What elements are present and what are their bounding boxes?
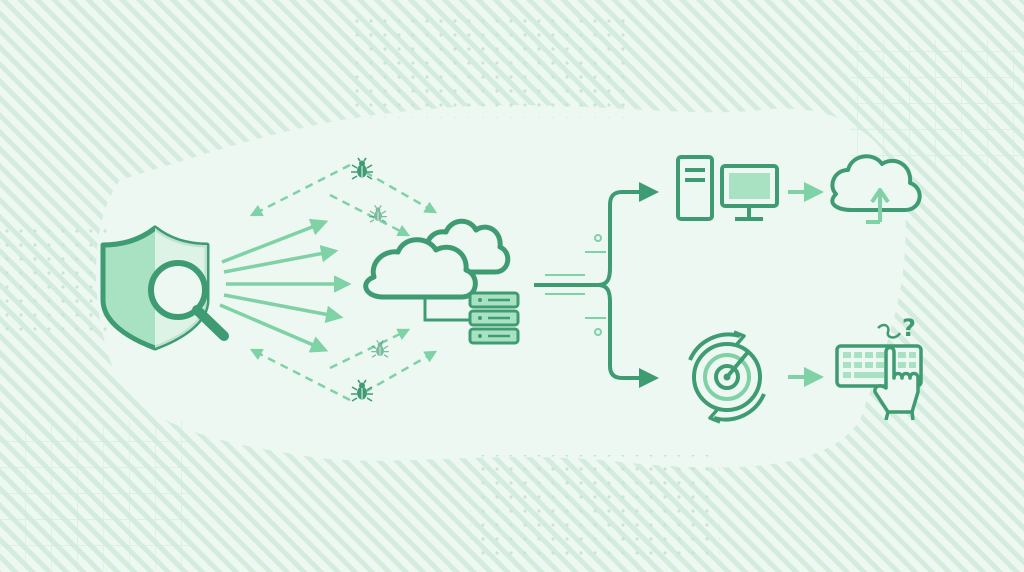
dot-grid-bottom (470, 455, 720, 565)
radar-scan-icon (688, 330, 766, 424)
scan-arrow-4 (223, 293, 344, 323)
server-stack-icon (468, 291, 520, 345)
scan-arrows (219, 218, 352, 353)
dashed-arrow-top-left (249, 163, 351, 217)
dashed-arrow-bottom-left (249, 348, 351, 402)
scan-arrow-2 (223, 245, 339, 274)
question-mark-label: ? (902, 314, 916, 342)
desktop-computer-icon (676, 155, 779, 221)
cloud-icon (363, 218, 511, 300)
branch-connector (534, 182, 659, 388)
dot-grid-top (345, 18, 635, 118)
clear-center-area (96, 105, 906, 468)
shield-magnifier-icon (100, 225, 229, 351)
dot-grid-left (0, 225, 110, 335)
dashed-threat-paths (249, 163, 438, 402)
dashed-arrow-upper-right (329, 193, 411, 237)
scan-arrow-1 (221, 218, 329, 264)
cloud-server-link (423, 297, 470, 322)
keyboard-hand-icon (835, 323, 923, 421)
grid-top-right (850, 40, 1020, 170)
dashed-arrow-lower-right (329, 328, 411, 370)
cloud-upload-icon (830, 154, 922, 224)
scan-arrow-5 (219, 303, 329, 353)
grid-bottom-left (0, 420, 190, 570)
